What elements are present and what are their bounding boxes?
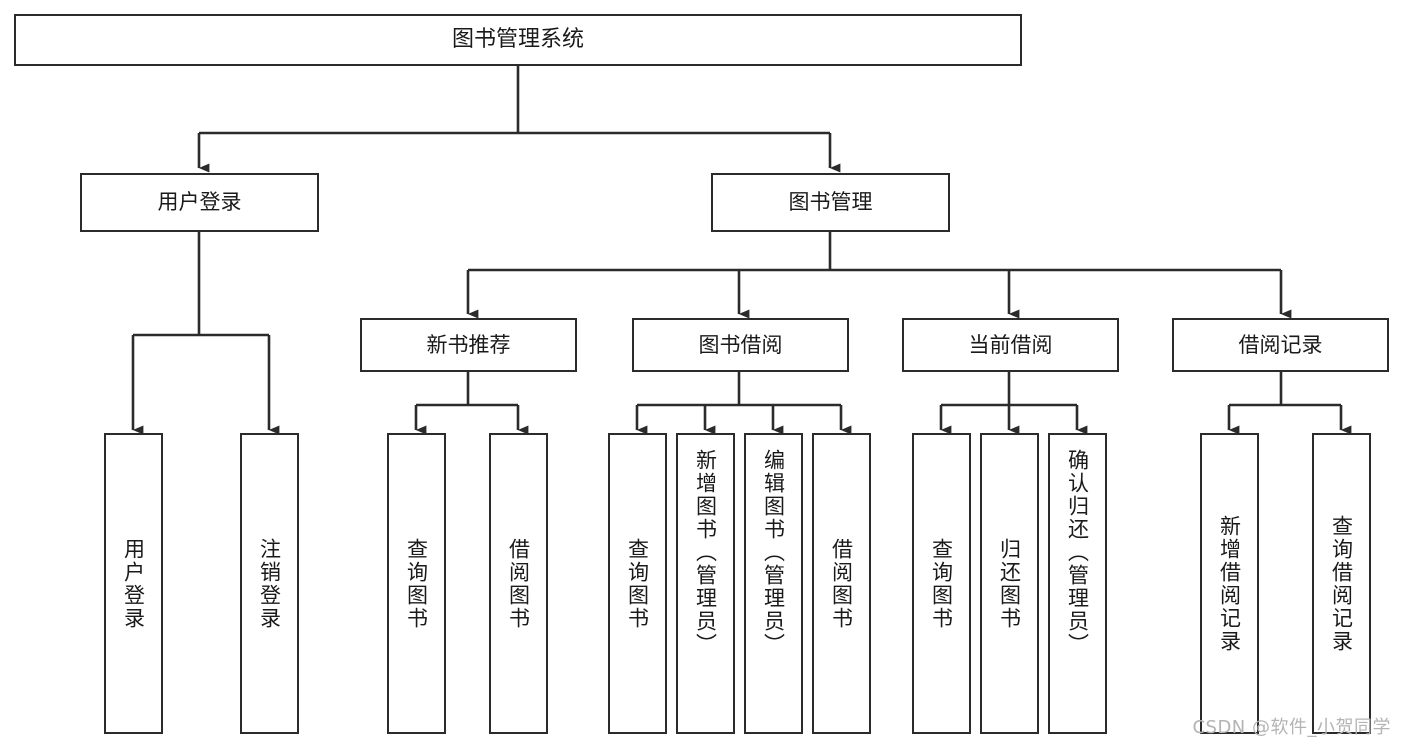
leaf-book-borrow-add-book[interactable]: 新增图书（管理员） xyxy=(676,433,735,734)
node-label: 新增借阅记录 xyxy=(1217,514,1242,653)
leaf-new-book-query-book[interactable]: 查询图书 xyxy=(387,433,446,734)
leaf-current-borrow-return-book[interactable]: 归还图书 xyxy=(980,433,1039,734)
node-label: 用户登录 xyxy=(157,190,242,215)
node-label: 查询图书 xyxy=(625,537,650,630)
node-label: 借阅记录 xyxy=(1238,332,1323,357)
node-label: 图书管理系统 xyxy=(451,27,584,53)
node-label: 查询图书 xyxy=(404,537,429,630)
leaf-current-borrow-query-book[interactable]: 查询图书 xyxy=(912,433,971,734)
node-label: 注销登录 xyxy=(257,537,282,630)
node-label: 借阅图书 xyxy=(506,537,531,630)
node-book-borrow[interactable]: 图书借阅 xyxy=(632,318,849,372)
leaf-book-borrow-query-book[interactable]: 查询图书 xyxy=(608,433,667,734)
node-current-borrow[interactable]: 当前借阅 xyxy=(902,318,1119,372)
leaf-book-borrow-borrow-book[interactable]: 借阅图书 xyxy=(812,433,871,734)
node-label: 查询图书 xyxy=(929,537,954,630)
node-book-management[interactable]: 图书管理 xyxy=(711,173,950,232)
node-label: 新书推荐 xyxy=(426,332,511,357)
leaf-borrow-record-add-record[interactable]: 新增借阅记录 xyxy=(1200,433,1259,734)
leaf-book-borrow-edit-book[interactable]: 编辑图书（管理员） xyxy=(744,433,803,734)
node-book-management-system[interactable]: 图书管理系统 xyxy=(14,14,1022,66)
node-label: 借阅图书 xyxy=(829,537,854,630)
node-label: 归还图书 xyxy=(997,537,1022,630)
node-label: 查询借阅记录 xyxy=(1329,514,1354,653)
leaf-new-book-borrow-book[interactable]: 借阅图书 xyxy=(489,433,548,734)
node-borrow-record[interactable]: 借阅记录 xyxy=(1172,318,1389,372)
leaf-borrow-record-query-record[interactable]: 查询借阅记录 xyxy=(1312,433,1371,734)
node-label: 图书借阅 xyxy=(698,332,783,357)
node-label: 图书管理 xyxy=(788,190,873,215)
node-label: 确认归还（管理员） xyxy=(1065,449,1090,656)
node-label: 新增图书（管理员） xyxy=(693,449,718,656)
node-label: 当前借阅 xyxy=(968,332,1053,357)
leaf-user-login-signin[interactable]: 用户登录 xyxy=(104,433,163,734)
node-user-login[interactable]: 用户登录 xyxy=(80,173,319,232)
leaf-current-borrow-confirm-return[interactable]: 确认归还（管理员） xyxy=(1048,433,1107,734)
node-new-book-recommend[interactable]: 新书推荐 xyxy=(360,318,577,372)
node-label: 用户登录 xyxy=(121,537,146,630)
leaf-user-login-signout[interactable]: 注销登录 xyxy=(240,433,299,734)
node-label: 编辑图书（管理员） xyxy=(761,449,786,656)
